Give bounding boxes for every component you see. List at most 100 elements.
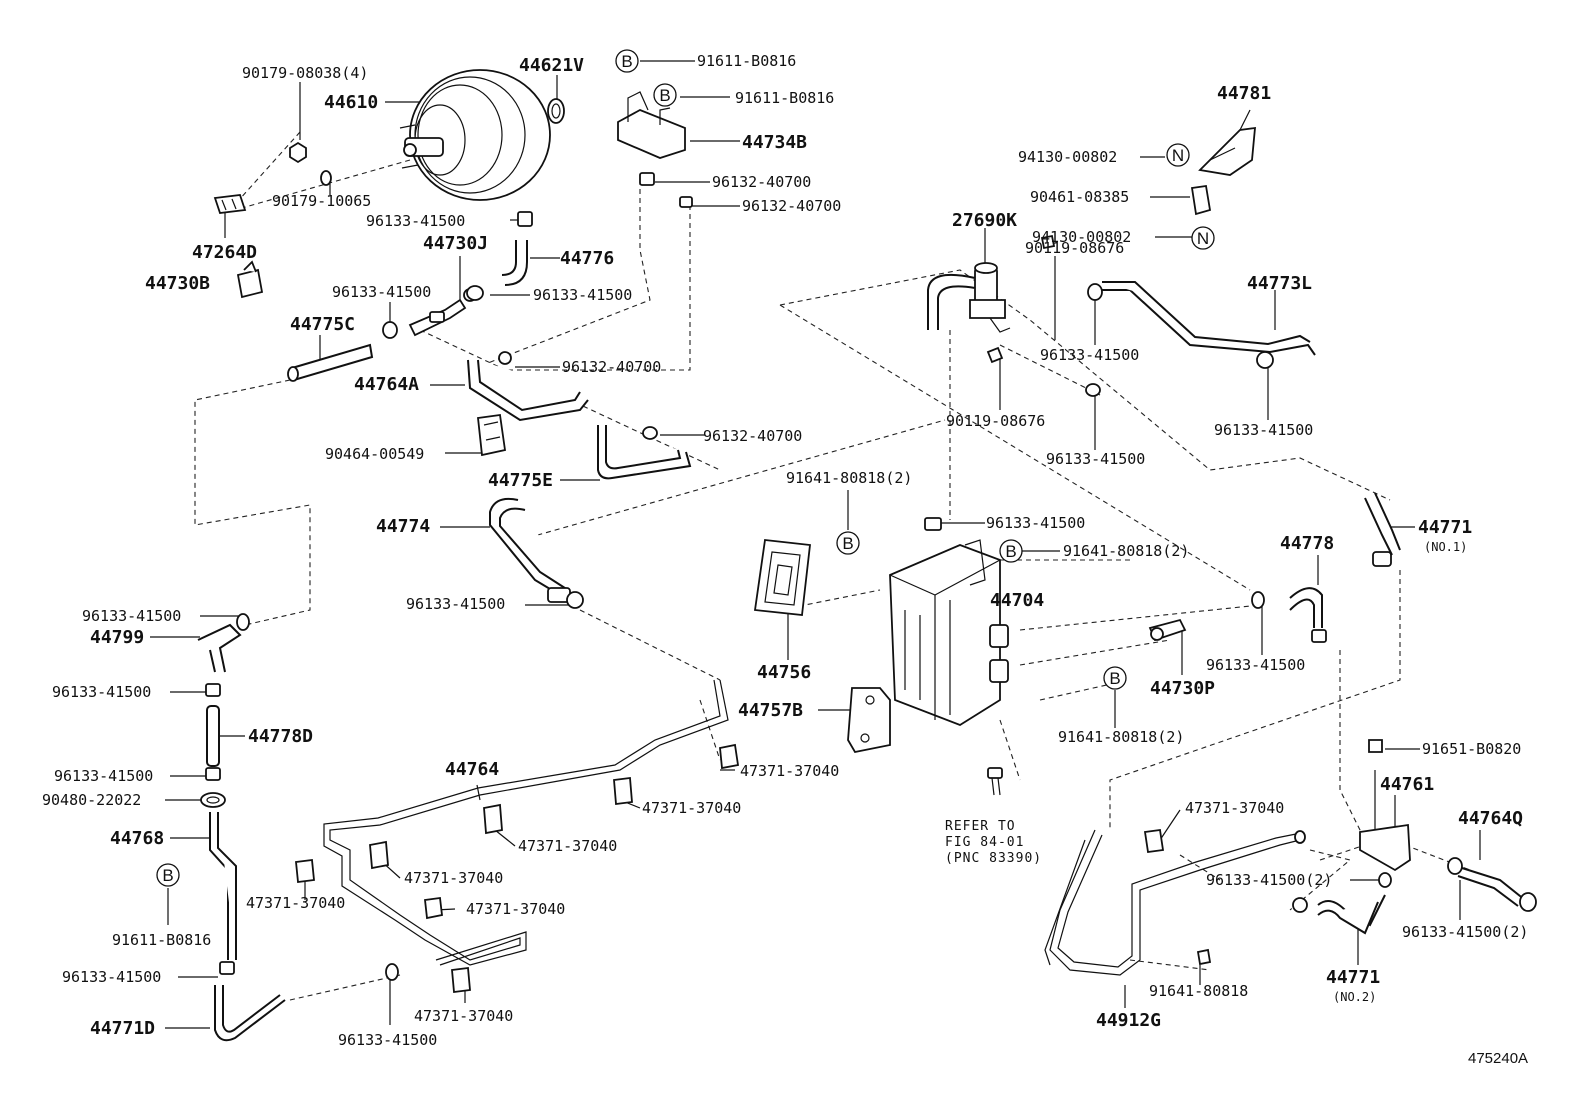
label-96133-41500-m: 96133-41500 (62, 968, 161, 986)
label-96133-41500-a: 96133-41500 (366, 212, 465, 230)
label-47371-37040-e: 47371-37040 (246, 894, 345, 912)
marker-b-6: B (156, 863, 180, 887)
pipe-44912G (1044, 829, 1306, 976)
clamps-47371-37040 (295, 743, 1165, 994)
gasket-44756 (753, 539, 811, 616)
label-44912G: 44912G (1096, 1010, 1161, 1031)
label-96133-41500-d: 96133-41500 (406, 595, 505, 613)
marker-n-1: N (1166, 143, 1190, 167)
label-94130-00802-b: 94130-00802 (1032, 228, 1131, 246)
label-90119-08676-a: 90119-08676 (1025, 239, 1124, 257)
label-no1: (NO.1) (1424, 540, 1467, 554)
label-44799: 44799 (90, 627, 144, 648)
diagram-code: 475240A (1468, 1050, 1528, 1067)
clamps-96132-40700 (639, 172, 693, 208)
label-96132-40700-a: 96132-40700 (712, 173, 811, 191)
label-44730P: 44730P (1150, 678, 1215, 699)
label-96132-40700-d: 96132-40700 (703, 427, 802, 445)
dashed-connectors (194, 131, 1471, 1001)
label-47371-37040-g: 47371-37040 (414, 1007, 513, 1025)
bolt-90461-08385 (1190, 184, 1212, 216)
label-44761: 44761 (1380, 774, 1434, 795)
label-91641-80818-a: 91641-80818(2) (786, 469, 912, 487)
label-44756: 44756 (757, 662, 811, 683)
label-47371-37040-c: 47371-37040 (518, 837, 617, 855)
label-44768: 44768 (110, 828, 164, 849)
hose-44771-no1 (1364, 492, 1401, 567)
label-44730B: 44730B (145, 273, 210, 294)
label-96133-41500-e: 96133-41500 (1040, 346, 1139, 364)
label-90480-22022: 90480-22022 (42, 791, 141, 809)
label-47371-37040-f: 47371-37040 (466, 900, 565, 918)
label-44764Q: 44764Q (1458, 808, 1523, 829)
svg-text:B: B (162, 866, 173, 885)
label-91641-80818-c: 91641-80818(2) (1058, 728, 1184, 746)
marker-n-2: N (1191, 226, 1215, 250)
label-no2: (NO.2) (1333, 990, 1376, 1004)
grommet-90480-22022 (200, 792, 226, 808)
label-96133-41500-j: 96133-41500 (82, 607, 181, 625)
label-44771D: 44771D (90, 1018, 155, 1039)
label-96133-41500-2b: 96133-41500(2) (1402, 923, 1528, 941)
hose-44771-no2 (1292, 872, 1392, 935)
label-pnc-83390: (PNC 83390) (945, 851, 1042, 866)
label-44775C: 44775C (290, 314, 355, 335)
check-valve-44730B (236, 260, 264, 299)
label-44778: 44778 (1280, 533, 1334, 554)
bracket-44781 (1198, 126, 1257, 176)
label-96133-41500-k: 96133-41500 (52, 683, 151, 701)
label-96133-41500-h: 96133-41500 (986, 514, 1085, 532)
reservoir-tank-44704 (889, 517, 1009, 727)
svg-text:B: B (1005, 542, 1016, 561)
label-47371-37040-i: 47371-37040 (1185, 799, 1284, 817)
label-47371-37040-b: 47371-37040 (642, 799, 741, 817)
hose-44775E (597, 425, 692, 480)
label-44764A: 44764A (354, 374, 419, 395)
label-96133-41500-g: 96133-41500 (1046, 450, 1145, 468)
label-91651-B0820: 91651-B0820 (1422, 740, 1521, 758)
label-96133-41500-i: 96133-41500 (1206, 656, 1305, 674)
label-91611-B0816-c: 91611-B0816 (112, 931, 211, 949)
label-96133-41500-f: 96133-41500 (1214, 421, 1313, 439)
bolts-90119-08676 (986, 234, 1056, 364)
svg-text:N: N (1197, 229, 1209, 248)
hose-44764Q (1447, 857, 1537, 912)
svg-text:B: B (842, 534, 853, 553)
label-90179-10065: 90179-10065 (272, 192, 371, 210)
hose-44764A (467, 359, 589, 422)
part-labels: 90179-08038(4) 44610 44621V 91611-B0816 … (42, 52, 1528, 1067)
hose-44775C (287, 343, 374, 382)
svg-text:N: N (1172, 146, 1184, 165)
hose-44776 (501, 211, 533, 286)
label-47371-37040-a: 47371-37040 (740, 762, 839, 780)
seal-44621V (547, 98, 565, 124)
marker-b-4: B (999, 539, 1023, 563)
label-44764: 44764 (445, 759, 499, 780)
label-44757B: 44757B (738, 700, 803, 721)
label-44730J: 44730J (423, 233, 488, 254)
label-96132-40700-b: 96132-40700 (742, 197, 841, 215)
hose-44774 (489, 497, 584, 609)
label-44778D: 44778D (248, 726, 313, 747)
vsv-27690K (927, 262, 1011, 333)
label-90119-08676-b: 90119-08676 (946, 412, 1045, 430)
hose-44773L (1085, 281, 1316, 397)
level-sensor (987, 767, 1003, 796)
marker-b-1: B (615, 49, 639, 73)
label-44734B: 44734B (742, 132, 807, 153)
washer-90179-10065 (320, 170, 332, 186)
nut-90179-08038 (289, 141, 307, 164)
bracket-44734B (617, 91, 686, 159)
label-94130-00802-a: 94130-00802 (1018, 148, 1117, 166)
marker-b-3: B (836, 531, 860, 555)
label-44773L: 44773L (1247, 273, 1312, 294)
check-valve-44730P (1148, 618, 1187, 642)
label-96133-41500-l: 96133-41500 (54, 767, 153, 785)
label-47371-37040-d: 47371-37040 (404, 869, 503, 887)
label-27690K: 27690K (952, 210, 1017, 231)
pipe-44764 (323, 679, 729, 966)
label-96132-40700-c: 96132-40700 (562, 358, 661, 376)
label-44621V: 44621V (519, 55, 584, 76)
label-90461-08385: 90461-08385 (1030, 188, 1129, 206)
